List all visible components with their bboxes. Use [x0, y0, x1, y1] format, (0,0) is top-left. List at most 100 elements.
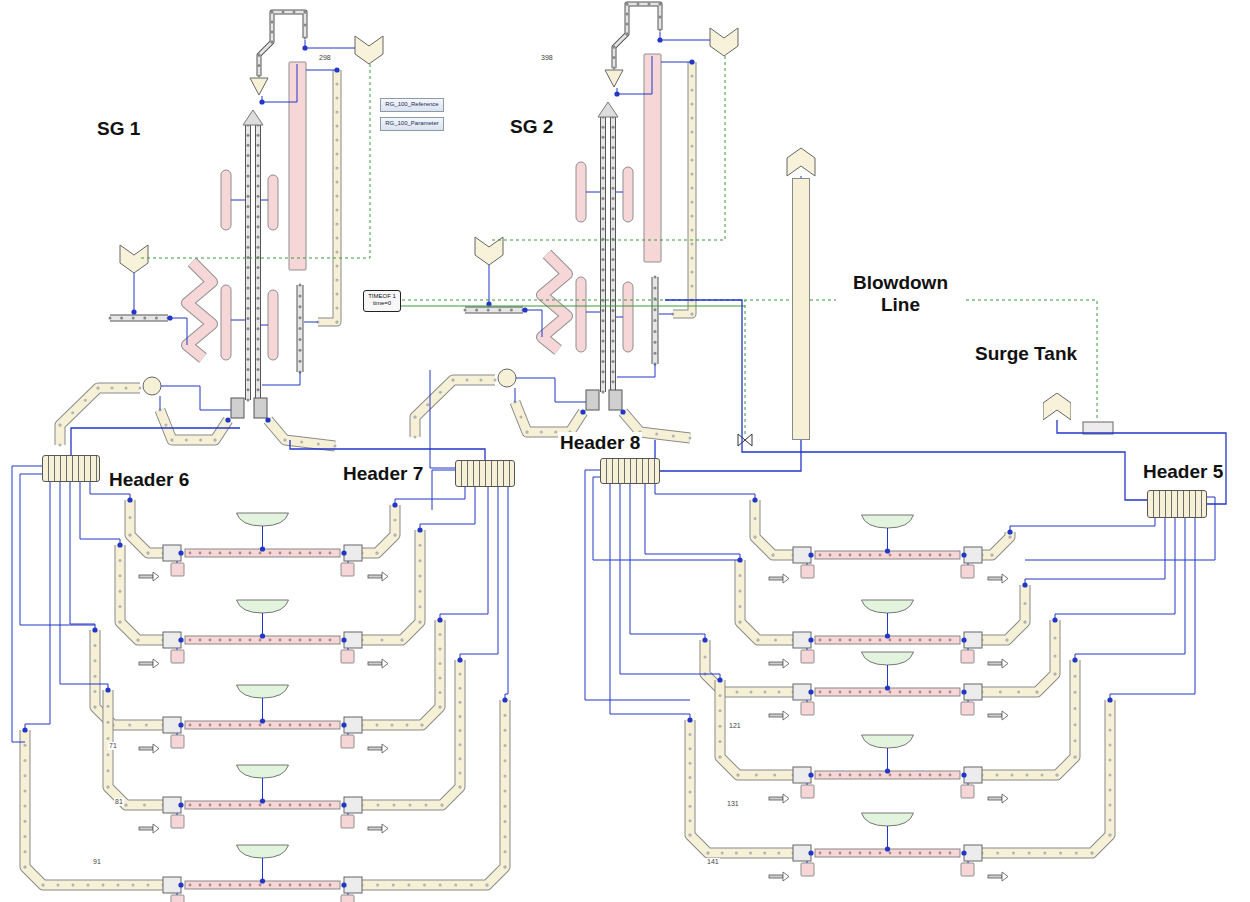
volume-dot — [247, 215, 250, 218]
volume-dot — [257, 266, 260, 269]
pipe-outline — [362, 620, 440, 725]
signal-wire — [617, 56, 652, 94]
volume-dot — [755, 774, 758, 777]
boundary-volume — [475, 237, 503, 265]
volume-dot — [247, 266, 250, 269]
junction-box — [793, 767, 811, 783]
volume-dot — [859, 554, 862, 557]
valve-symbol — [783, 872, 789, 881]
heat-structure — [341, 650, 354, 663]
volume-dot — [750, 691, 753, 694]
volume-dot — [526, 431, 529, 434]
pipe-run — [24, 729, 165, 887]
volume-dot — [247, 368, 250, 371]
volume-dot — [419, 621, 422, 624]
volume-dot — [819, 639, 822, 642]
volume-dot — [1109, 789, 1112, 792]
volume-dot — [1109, 834, 1112, 837]
volume-dot — [1109, 744, 1112, 747]
signal-wire — [610, 484, 690, 720]
volume-dot — [739, 621, 742, 624]
volume-dot — [249, 639, 252, 642]
volume-dot — [309, 884, 312, 887]
volume-dot — [258, 54, 261, 57]
junction-dot — [620, 409, 625, 414]
volume-dot — [459, 771, 462, 774]
volume-dot — [454, 884, 457, 887]
junction-dot — [580, 409, 585, 414]
boundary-volume — [120, 245, 148, 273]
pipe-outline — [755, 500, 793, 555]
volume-dot — [1074, 707, 1077, 710]
volume-dot — [869, 639, 872, 642]
volume-dot — [271, 41, 274, 44]
volume-dot — [504, 714, 507, 717]
volume-dot — [602, 197, 605, 200]
tank-symbol — [237, 513, 289, 526]
volume-dot — [336, 223, 339, 226]
volume-dot — [939, 774, 942, 777]
volume-dot — [394, 519, 397, 522]
volume-dot — [214, 439, 217, 442]
volume-dot — [329, 552, 332, 555]
signal-wire — [525, 310, 542, 337]
signal-wire — [807, 648, 808, 650]
signal-wire — [586, 312, 600, 313]
tube-fill — [298, 285, 303, 372]
volume-dot — [654, 276, 657, 279]
volume-dot — [889, 691, 892, 694]
component-label: SG 2 — [508, 116, 555, 138]
volume-dot — [439, 706, 442, 709]
volume-dot — [155, 317, 158, 320]
volume-dot — [691, 229, 694, 232]
volume-dot — [247, 399, 250, 402]
volume-dot — [691, 187, 694, 190]
heat-structure — [542, 254, 567, 350]
junction-dot — [808, 552, 813, 557]
junction-box — [964, 684, 982, 700]
volume-dot — [257, 246, 260, 249]
junction-dot — [178, 637, 183, 642]
volume-dot — [602, 380, 605, 383]
volume-dot — [602, 217, 605, 220]
volume-dot — [612, 228, 615, 231]
connector-line — [665, 300, 1147, 500]
pipe-run — [672, 61, 694, 316]
pipe-outline — [268, 420, 335, 446]
volume-dot — [602, 126, 605, 129]
volume-number: 121 — [728, 722, 742, 730]
volume-dot — [94, 706, 97, 709]
volume-dot — [689, 747, 692, 750]
volume-dot — [689, 733, 692, 736]
pipe-run — [981, 619, 1057, 694]
volume-dot — [939, 554, 942, 557]
volume-dot — [336, 83, 339, 86]
volume-dot — [336, 321, 339, 324]
volume-dot — [111, 387, 114, 390]
volume-dot — [132, 884, 135, 887]
volume-dot — [377, 804, 380, 807]
pipe-outline — [720, 680, 793, 775]
tank-symbol — [862, 600, 914, 613]
volume-dot — [689, 437, 692, 440]
tube-fill — [465, 308, 523, 313]
volume-dot — [247, 144, 250, 147]
volume-dot — [376, 552, 379, 555]
volume-dot — [421, 724, 424, 727]
signal-wire — [887, 528, 888, 551]
heat-structure — [171, 563, 184, 576]
component-label: Header 5 — [1141, 461, 1225, 483]
pipe-fill — [160, 410, 228, 440]
volume-dot — [107, 737, 110, 740]
heat-structure — [221, 170, 231, 230]
volume-dot — [247, 276, 250, 279]
volume-dot — [691, 215, 694, 218]
volume-dot — [59, 424, 62, 427]
volume-dot — [107, 721, 110, 724]
volume-dot — [107, 769, 110, 772]
volume-dot — [602, 258, 605, 261]
junction-dot — [260, 798, 265, 803]
valve-symbol — [769, 875, 783, 878]
signal-wire — [968, 783, 969, 785]
volume-dot — [419, 605, 422, 608]
